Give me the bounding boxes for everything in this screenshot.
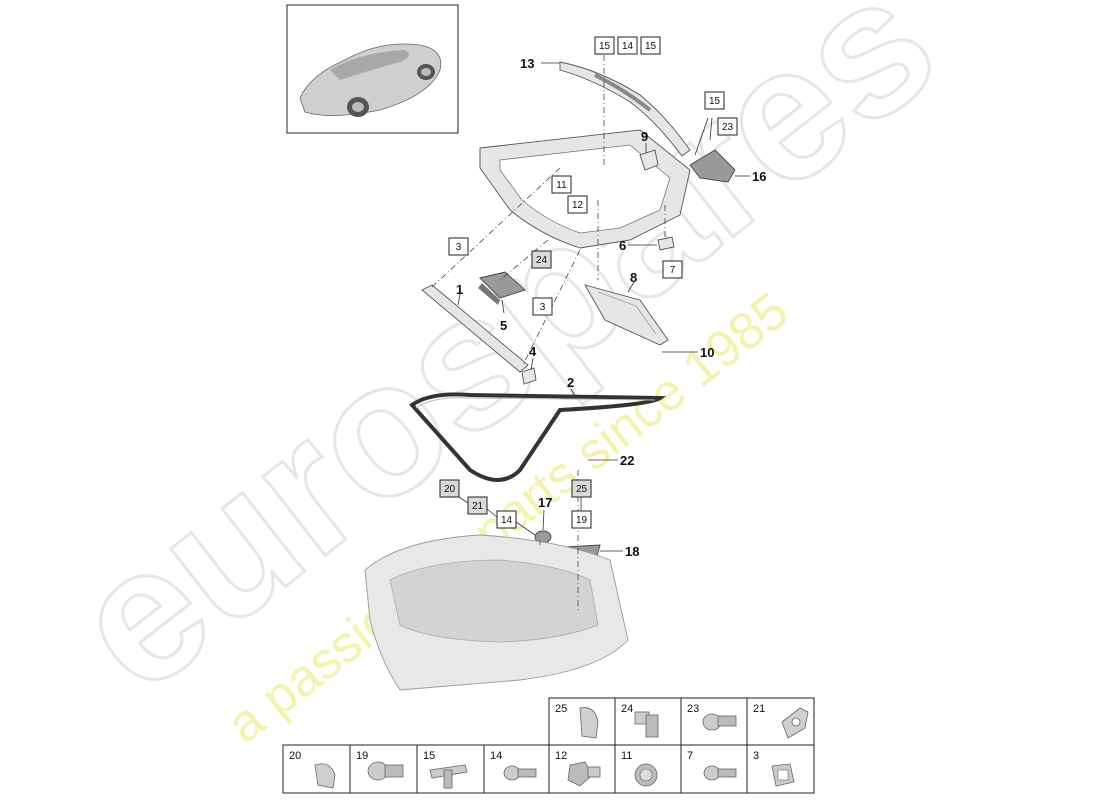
callout-4: 4: [529, 344, 537, 359]
svg-text:20: 20: [444, 484, 456, 495]
svg-text:3: 3: [456, 242, 462, 253]
ref-box-19: 19: [571, 510, 592, 529]
callout-8: 8: [630, 270, 637, 285]
ref-box-20: 20: [439, 479, 460, 498]
trim-8-part: [584, 284, 669, 346]
ref-box-3: 3: [448, 237, 469, 256]
ref-box-3: 3: [532, 297, 553, 316]
actuator-5-part: [478, 271, 526, 305]
ref-box-14: 14: [496, 510, 517, 529]
ref-box-12: 12: [567, 195, 588, 214]
clip-4-part: [521, 367, 537, 385]
callout-10: 10: [700, 345, 714, 360]
svg-text:20: 20: [289, 750, 301, 762]
svg-text:23: 23: [687, 703, 699, 715]
ref-box-7: 7: [662, 260, 683, 279]
car-rear-part: [364, 534, 629, 691]
callout-5: 5: [500, 318, 507, 333]
table-cell-11: 11: [614, 744, 682, 794]
svg-text:3: 3: [540, 302, 546, 313]
callout-16: 16: [752, 169, 766, 184]
svg-text:14: 14: [501, 515, 513, 526]
svg-text:24: 24: [621, 703, 633, 715]
svg-text:21: 21: [753, 703, 765, 715]
leader-lines: [457, 62, 750, 552]
svg-text:12: 12: [555, 750, 567, 762]
svg-text:25: 25: [555, 703, 567, 715]
table-cell-25: 25: [548, 697, 616, 746]
table-cell-20: 20: [282, 744, 351, 794]
svg-text:7: 7: [670, 265, 676, 276]
reference-boxes: 15 14 15 15 23 11 12 3 24 3 7 20 21 14 2…: [439, 36, 738, 536]
svg-text:14: 14: [490, 750, 502, 762]
callout-18: 18: [625, 544, 639, 559]
callout-9: 9: [641, 129, 648, 144]
callout-13: 13: [520, 56, 534, 71]
table-cell-12: 12: [548, 744, 616, 794]
svg-text:15: 15: [709, 96, 721, 107]
ref-box-24: 24: [531, 250, 552, 269]
bracket-9-part: [639, 149, 659, 171]
table-cell-7: 7: [680, 744, 748, 794]
table-cell-19: 19: [349, 744, 418, 794]
callout-1: 1: [456, 282, 463, 297]
ref-box-15: 15: [640, 36, 661, 55]
svg-text:11: 11: [556, 180, 567, 191]
table-cell-24: 24: [614, 697, 682, 746]
car-thumbnail-icon: [286, 4, 459, 134]
svg-text:12: 12: [572, 200, 584, 211]
callout-6: 6: [619, 238, 626, 253]
table-cell-23: 23: [680, 697, 748, 746]
ref-box-11: 11: [551, 175, 572, 194]
bracket-16-part: [689, 149, 736, 183]
svg-text:15: 15: [599, 41, 611, 52]
ref-box-14: 14: [617, 36, 638, 55]
svg-text:19: 19: [356, 750, 368, 762]
svg-text:3: 3: [753, 750, 759, 762]
table-cell-3: 3: [746, 744, 815, 794]
svg-text:11: 11: [621, 750, 632, 762]
table-cell-21: 21: [746, 697, 815, 746]
table-cell-14: 14: [483, 744, 550, 794]
clip-6-part: [657, 236, 675, 251]
svg-text:23: 23: [722, 122, 734, 133]
svg-text:7: 7: [687, 750, 693, 762]
callout-22: 22: [620, 453, 634, 468]
ref-box-15: 15: [594, 36, 615, 55]
svg-text:25: 25: [576, 484, 588, 495]
tailgate-frame: [479, 129, 691, 249]
callout-2: 2: [567, 375, 574, 390]
ref-box-25: 25: [571, 479, 592, 498]
strip-1-part: [421, 284, 529, 373]
svg-text:24: 24: [536, 255, 548, 266]
table-cell-15: 15: [416, 744, 485, 794]
ref-box-23: 23: [717, 117, 738, 136]
callout-17: 17: [538, 495, 552, 510]
svg-text:15: 15: [645, 41, 657, 52]
parts-table: 25 24 23 21 20 19: [282, 697, 815, 794]
ref-box-21: 21: [467, 496, 488, 515]
callout-labels: 13 9 16 6 8 1 5 4 2 10 22 17 18: [456, 56, 766, 559]
svg-text:21: 21: [472, 501, 484, 512]
guide-lines: [431, 55, 666, 610]
glass-seal-2-part: [409, 392, 667, 482]
ref-box-15: 15: [704, 91, 725, 110]
spoiler-strip-part: [559, 61, 691, 157]
svg-text:15: 15: [423, 750, 435, 762]
svg-text:14: 14: [622, 41, 634, 52]
svg-text:19: 19: [576, 515, 588, 526]
